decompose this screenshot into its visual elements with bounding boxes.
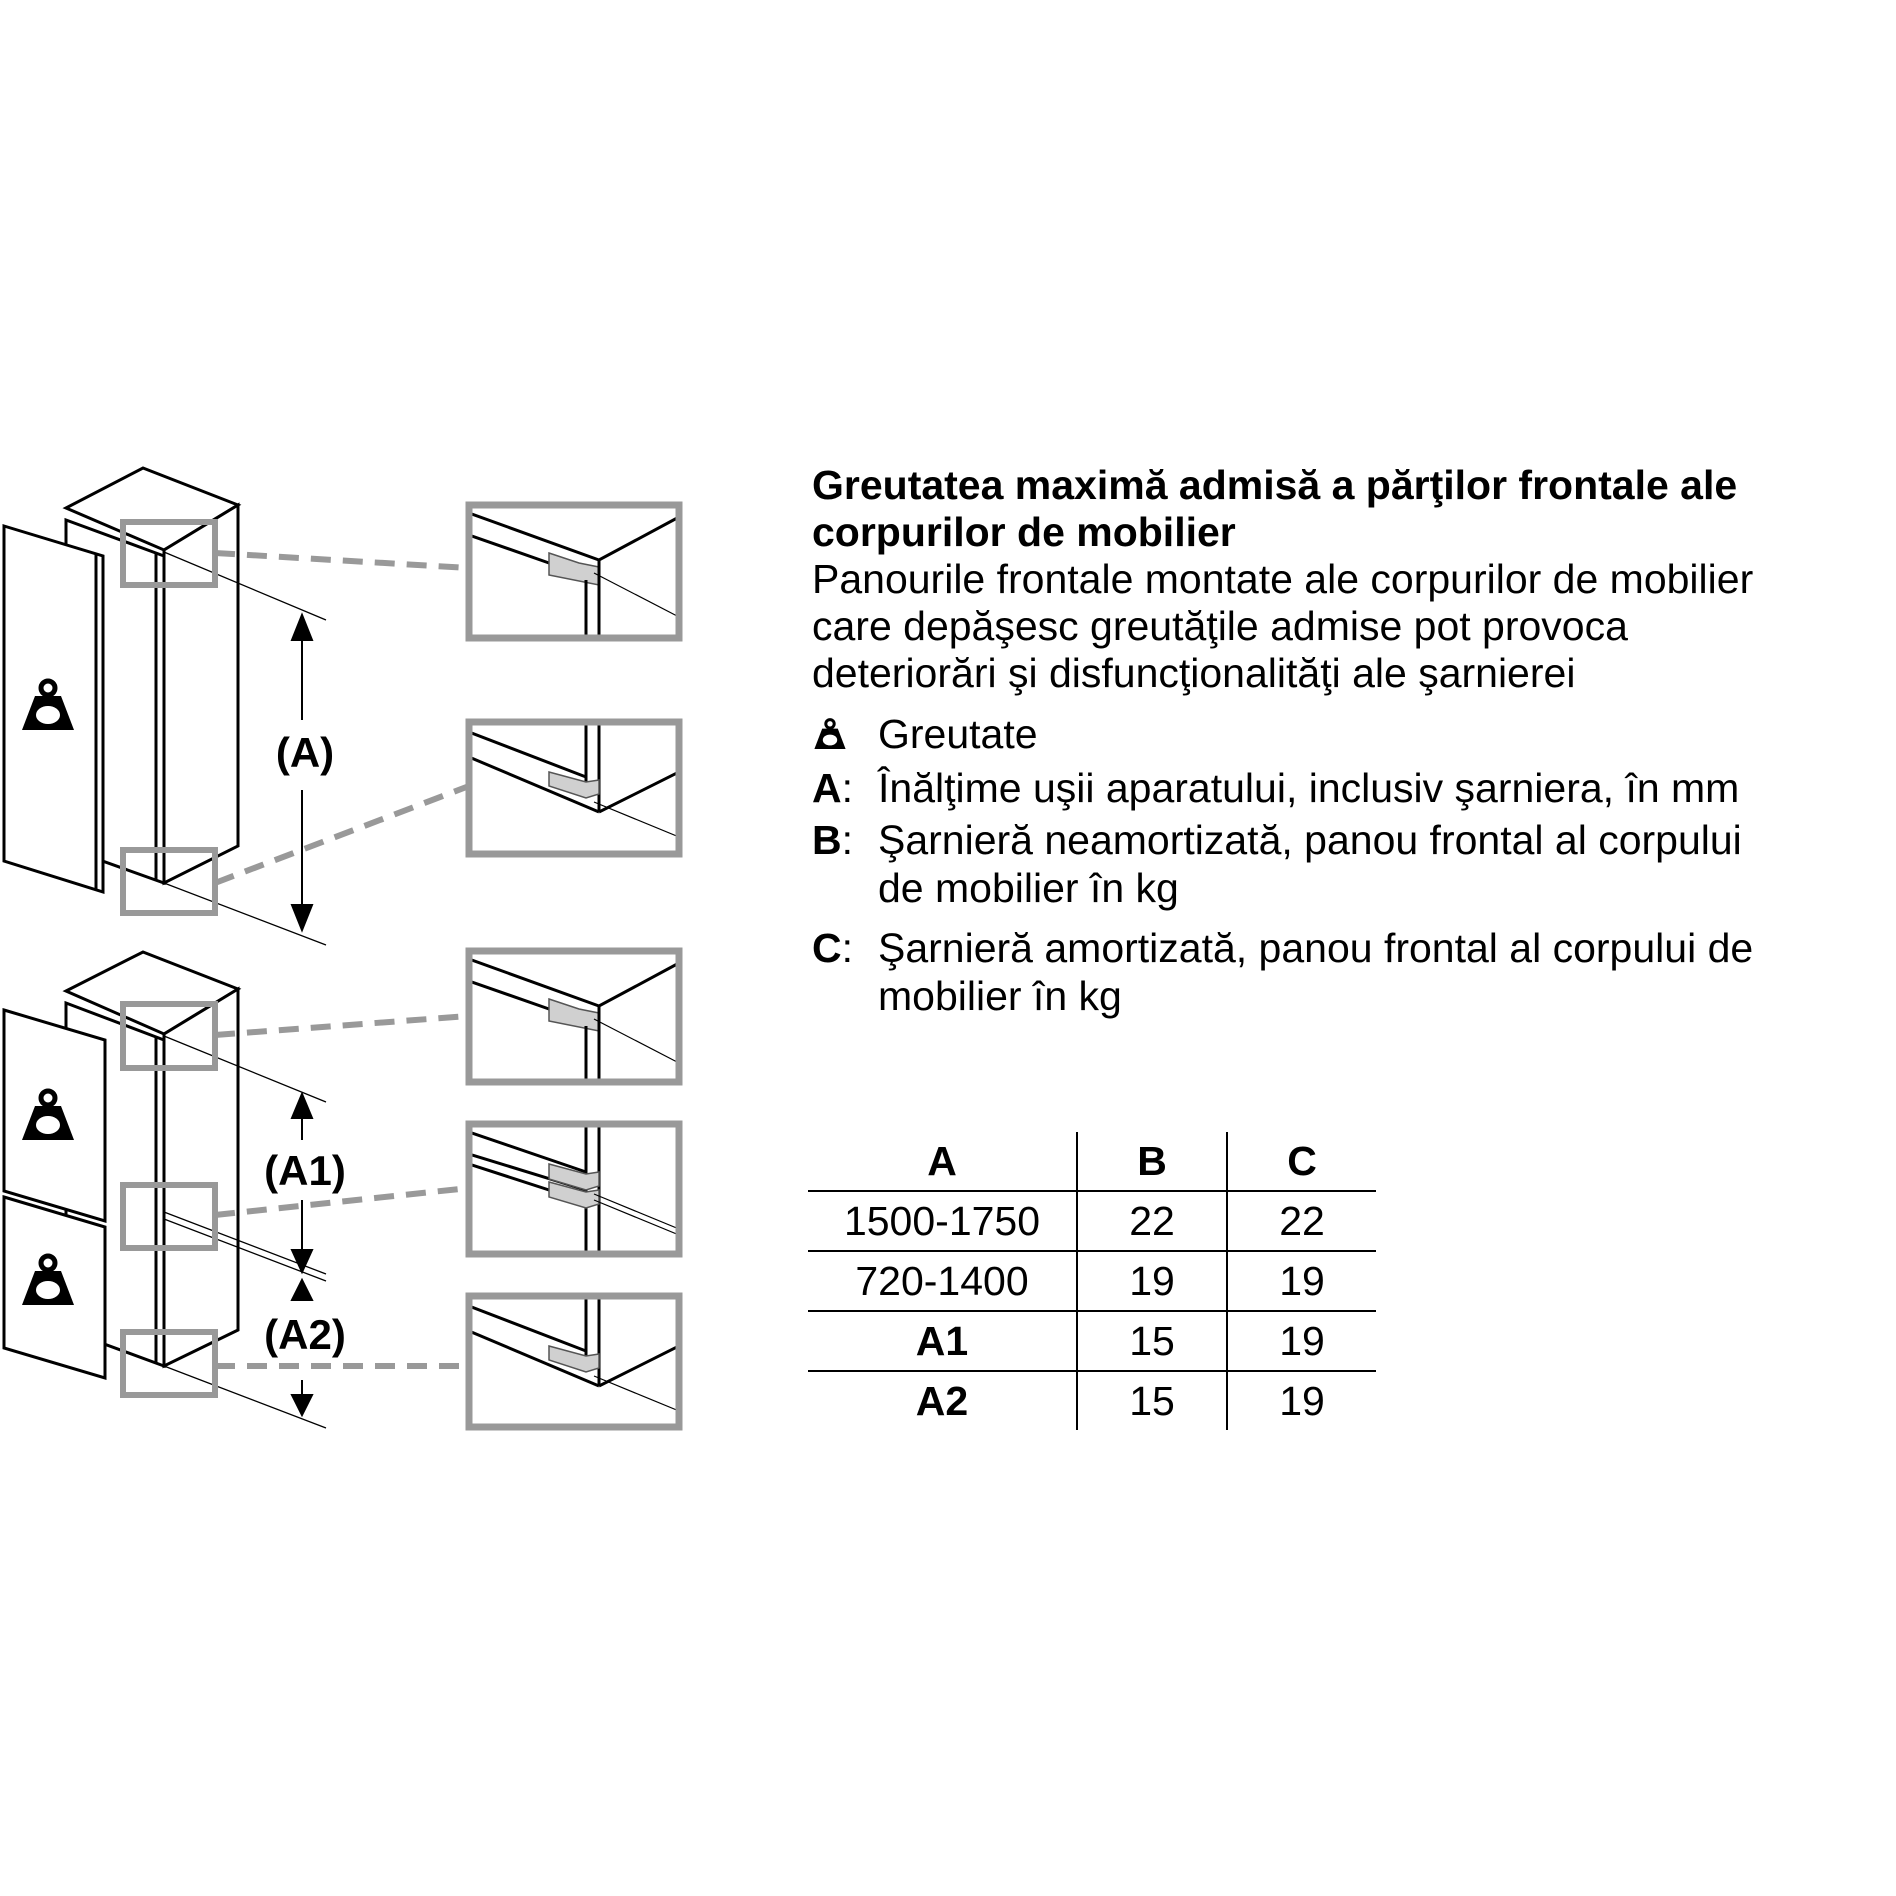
- cell-c: 19: [1227, 1250, 1376, 1311]
- header-a: A: [808, 1132, 1078, 1191]
- hinge-detail-bottom-2: [465, 1292, 683, 1431]
- heading-line: Greutatea maximă admisă a părţilor front…: [812, 462, 1738, 508]
- legend-item-b: B:Şarnieră neamortizată, panou frontal a…: [812, 817, 1742, 911]
- cell-a: A1: [808, 1310, 1078, 1371]
- dimension-arrow-a: [290, 612, 314, 933]
- cell-c: 19: [1227, 1370, 1376, 1430]
- legend-item-a: A:Înălţime uşii aparatului, inclusiv şar…: [812, 765, 1740, 811]
- description-line: care depăşesc greutăţile admise pot prov…: [812, 603, 1628, 649]
- legend-weight-label: Greutate: [878, 711, 1038, 757]
- legend-text: mobilier în kg: [878, 973, 1122, 1019]
- table-row: A1 15 19: [808, 1310, 1376, 1371]
- hinge-detail-middle: [465, 1120, 683, 1258]
- dimension-label-a: (A): [276, 729, 334, 776]
- cell-a: 720-1400: [808, 1250, 1078, 1311]
- legend-text: Şarnieră neamortizată, panou frontal al …: [878, 817, 1742, 863]
- cell-a: 1500-1750: [808, 1190, 1078, 1251]
- table-header: A B C: [808, 1132, 1376, 1191]
- callout-markers: [120, 519, 471, 1398]
- cell-c: 19: [1227, 1310, 1376, 1371]
- hinge-detail-bottom-1: [465, 718, 683, 858]
- legend-text: Şarnieră amortizată, panou frontal al co…: [878, 925, 1754, 971]
- legend-item-c: C:Şarnieră amortizată, panou frontal al …: [812, 925, 1754, 1019]
- description: Panourile frontale montate ale corpurilo…: [812, 556, 1753, 697]
- legend-text: de mobilier în kg: [878, 865, 1179, 911]
- cell-b: 22: [1077, 1190, 1228, 1251]
- dimension-label-a1: (A1): [264, 1147, 346, 1194]
- table-row: A2 15 19: [808, 1370, 1376, 1430]
- legend-key: C: [812, 925, 842, 971]
- weight-icon: [812, 710, 878, 758]
- table-row: 1500-1750 22 22: [808, 1190, 1376, 1251]
- hinge-detail-top-2: [465, 947, 683, 1086]
- dimension-arrows-a1-a2: [290, 1091, 314, 1418]
- legend-key: B: [812, 817, 842, 863]
- dimension-label-a2: (A2): [264, 1311, 346, 1358]
- cell-b: 19: [1077, 1250, 1228, 1311]
- legend-text: Înălţime uşii aparatului, inclusiv şarni…: [878, 765, 1740, 811]
- description-line: Panourile frontale montate ale corpurilo…: [812, 556, 1754, 602]
- hinge-detail-top-1: [465, 501, 683, 642]
- cell-b: 15: [1077, 1310, 1228, 1371]
- header-c: C: [1287, 1137, 1317, 1184]
- legend-weight: Greutate: [812, 710, 1038, 758]
- two-door-appliance: [2, 950, 242, 1381]
- heading: Greutatea maximă admisă a părţilor front…: [812, 462, 1737, 556]
- cell-b: 15: [1077, 1370, 1228, 1430]
- cell-a: A2: [808, 1370, 1078, 1430]
- weight-table: A B C 1500-1750 22 22 720-1400 19 19 A1 …: [808, 1132, 1376, 1430]
- heading-line: corpurilor de mobilier: [812, 509, 1236, 555]
- description-line: deteriorări şi disfuncţionalităţi ale şa…: [812, 650, 1576, 696]
- cell-c: 22: [1227, 1190, 1376, 1251]
- legend-key: A: [812, 765, 842, 811]
- table-row: 720-1400 19 19: [808, 1250, 1376, 1311]
- header-b: B: [1077, 1132, 1228, 1191]
